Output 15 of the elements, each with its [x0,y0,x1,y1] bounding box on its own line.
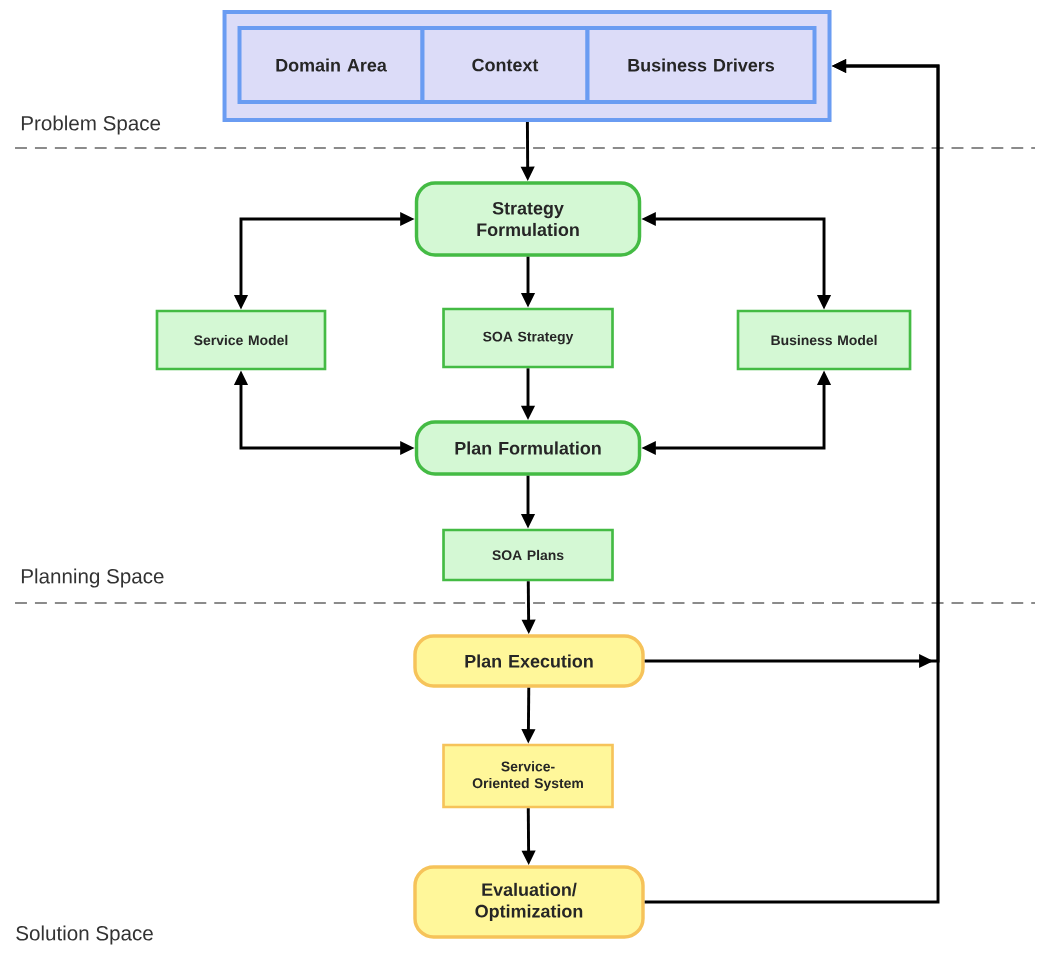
process-box: Service Model [155,309,327,371]
section-label: Planning Space [21,568,164,588]
process-box: Service-Oriented System [442,743,614,809]
process-box: SOA Plans [442,528,614,582]
section-label: Solution Space [16,925,153,945]
table-cell: Business Drivers [585,26,817,104]
process-box: Evaluation/ Optimization [413,865,645,939]
process-box: Plan Execution [413,634,645,688]
table-cell: Context [420,26,590,104]
process-box: Business Model [736,309,912,371]
process-box: Plan Formulation [414,420,642,476]
section-label: Problem Space [21,115,161,135]
table-cell: Domain Area [237,26,425,104]
process-box: Strategy Formulation [414,181,642,257]
process-box: SOA Strategy [442,307,614,369]
